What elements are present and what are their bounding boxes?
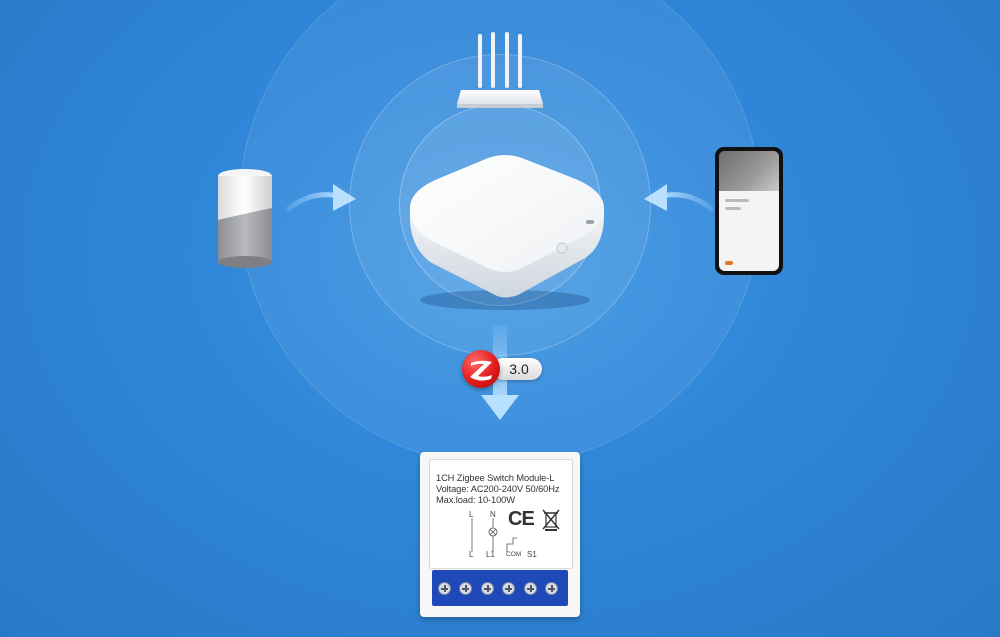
smartphone-icon — [715, 147, 783, 275]
switch-module: 1CH Zigbee Switch Module-L Voltage: AC20… — [420, 452, 580, 622]
module-max-load: Max.load: 10-100W — [436, 495, 515, 505]
terminal-label-l1: L1 — [486, 550, 495, 559]
phone-screen — [719, 151, 779, 271]
zigbee-logo-icon — [462, 350, 500, 388]
wiring-diagram — [471, 518, 517, 552]
smart-speaker-icon — [218, 169, 272, 268]
terminal-screw — [459, 582, 472, 595]
zigbee-badge: 3.0 — [462, 350, 546, 390]
module-voltage: Voltage: AC200-240V 50/60Hz — [436, 484, 560, 494]
lamp-symbol-icon — [488, 527, 498, 537]
weee-bin-icon — [542, 509, 560, 531]
router-icon — [457, 32, 543, 108]
terminal-label-com: COM — [506, 551, 522, 558]
zigbee-version: 3.0 — [492, 358, 542, 380]
terminal-screw — [545, 582, 558, 595]
phone-screen-line — [725, 207, 741, 210]
hub-icon — [409, 155, 605, 310]
terminal-screw — [502, 582, 515, 595]
arrow-icon — [644, 184, 715, 212]
terminal-screw — [438, 582, 451, 595]
terminal-label-top-n: N — [490, 510, 496, 519]
phone-screen-dot — [725, 261, 733, 265]
terminal-screw — [524, 582, 537, 595]
arrow-icon — [285, 184, 356, 212]
terminal-label-top-l: L — [469, 510, 474, 519]
terminal-label-bottom-l: L — [469, 550, 474, 559]
phone-screen-photo — [719, 151, 779, 191]
terminal-block — [432, 570, 568, 606]
ce-mark: CE — [508, 508, 535, 530]
terminal-screw — [481, 582, 494, 595]
phone-screen-line — [725, 199, 749, 202]
module-title: 1CH Zigbee Switch Module-L — [436, 473, 555, 483]
terminal-label-s1: S1 — [527, 550, 537, 559]
module-label — [429, 459, 573, 569]
